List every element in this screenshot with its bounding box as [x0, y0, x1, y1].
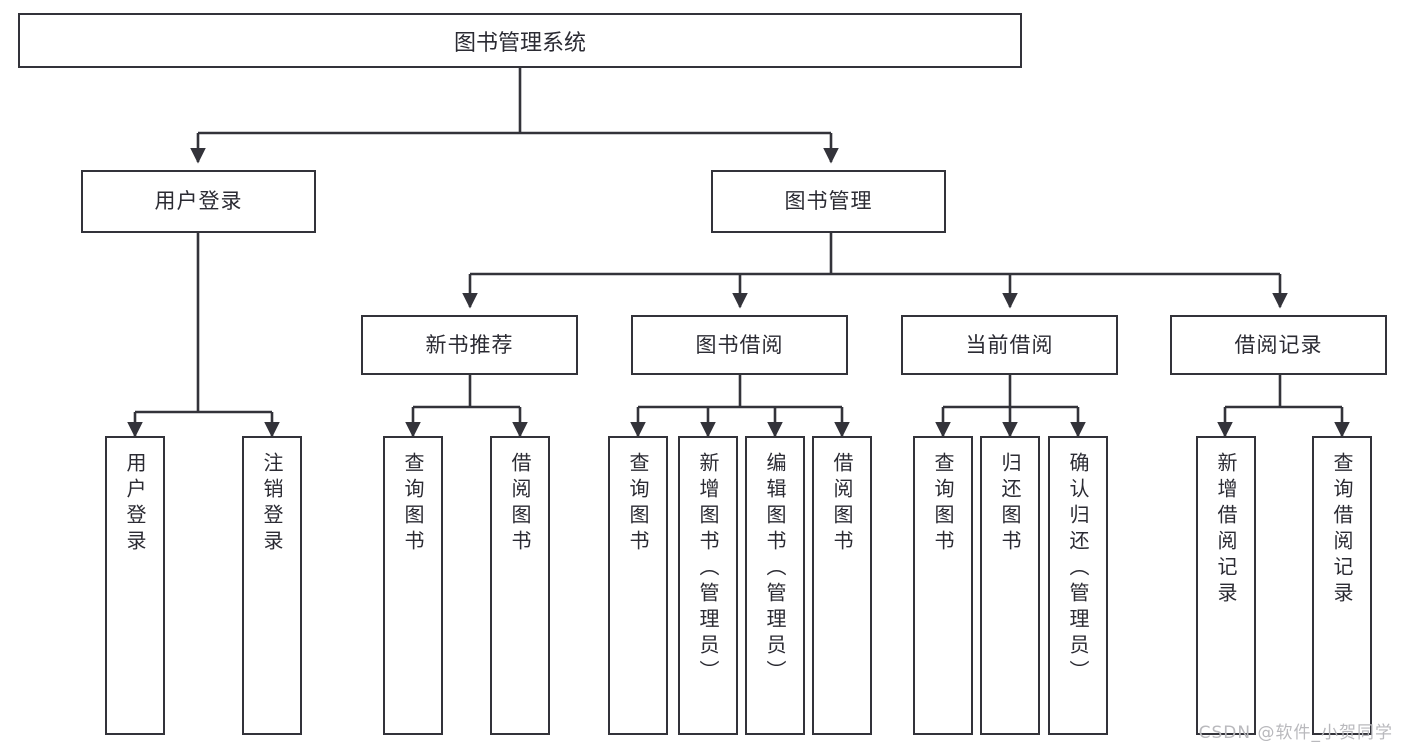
node-book-borrow[interactable]: 图书借阅 — [631, 315, 848, 375]
node-label: 用户登录 — [154, 189, 243, 214]
leaf-add-borrow-record[interactable]: 新增借阅记录 — [1196, 436, 1256, 735]
leaf-confirm-return-admin[interactable]: 确认归还（管理员） — [1048, 436, 1108, 735]
leaf-query-book-newbook[interactable]: 查询图书 — [383, 436, 443, 735]
leaf-logout[interactable]: 注销登录 — [242, 436, 302, 735]
node-label: 用户登录 — [123, 452, 147, 556]
node-label: 借阅图书 — [830, 452, 854, 556]
node-borrow-record[interactable]: 借阅记录 — [1170, 315, 1387, 375]
node-new-book-recommend[interactable]: 新书推荐 — [361, 315, 578, 375]
node-label: 新增图书（管理员） — [696, 452, 720, 686]
node-label: 借阅图书 — [508, 452, 532, 556]
node-label: 查询图书 — [401, 452, 425, 556]
leaf-query-book-borrow[interactable]: 查询图书 — [608, 436, 668, 735]
leaf-add-book-admin[interactable]: 新增图书（管理员） — [678, 436, 738, 735]
node-current-borrow[interactable]: 当前借阅 — [901, 315, 1118, 375]
node-user-login[interactable]: 用户登录 — [81, 170, 316, 233]
node-label: 当前借阅 — [965, 332, 1054, 357]
node-label: 编辑图书（管理员） — [763, 452, 787, 686]
node-label: 图书管理系统 — [453, 30, 586, 56]
node-label: 新增借阅记录 — [1214, 452, 1238, 608]
node-book-management[interactable]: 图书管理 — [711, 170, 946, 233]
leaf-query-borrow-record[interactable]: 查询借阅记录 — [1312, 436, 1372, 735]
node-label: 查询图书 — [931, 452, 955, 556]
leaf-query-book-current[interactable]: 查询图书 — [913, 436, 973, 735]
node-label: 图书管理 — [784, 189, 873, 214]
node-label: 归还图书 — [998, 452, 1022, 556]
node-label: 图书借阅 — [695, 332, 784, 357]
node-label: 确认归还（管理员） — [1066, 452, 1090, 686]
node-label: 借阅记录 — [1234, 332, 1323, 357]
leaf-borrow-book-newbook[interactable]: 借阅图书 — [490, 436, 550, 735]
leaf-edit-book-admin[interactable]: 编辑图书（管理员） — [745, 436, 805, 735]
node-root-library-system[interactable]: 图书管理系统 — [18, 13, 1022, 68]
leaf-user-login[interactable]: 用户登录 — [105, 436, 165, 735]
watermark-text: CSDN @软件_小贺同学 — [1198, 723, 1393, 743]
leaf-return-book[interactable]: 归还图书 — [980, 436, 1040, 735]
node-label: 查询借阅记录 — [1330, 452, 1354, 608]
leaf-borrow-book[interactable]: 借阅图书 — [812, 436, 872, 735]
node-label: 注销登录 — [260, 452, 284, 556]
node-label: 新书推荐 — [425, 332, 514, 357]
node-label: 查询图书 — [626, 452, 650, 556]
